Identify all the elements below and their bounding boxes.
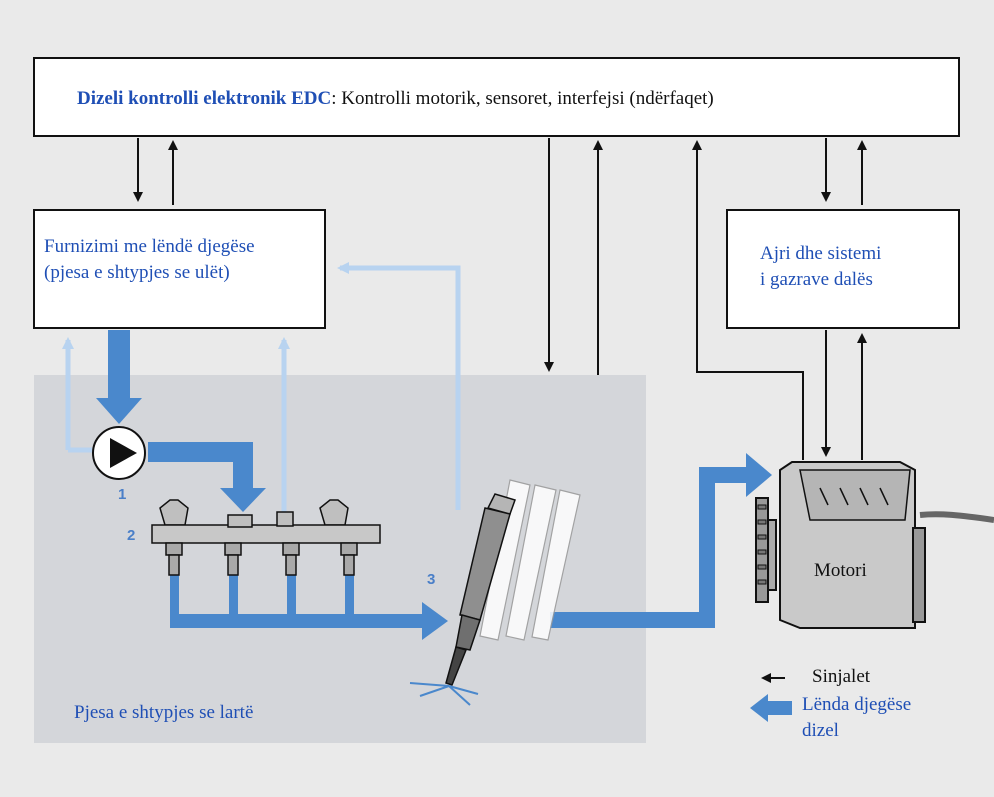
pump: [92, 426, 146, 480]
return-lines: [62, 262, 461, 515]
fuel-flow: [96, 330, 792, 722]
legend-fuel-line1: Lënda djegëse: [802, 694, 912, 715]
common-rail: [151, 499, 381, 576]
engine-label: Motori: [814, 560, 867, 581]
fuel-supply-label: Furnizimi me lëndë djegëse (pjesa e shty…: [44, 234, 255, 285]
air-system-label: Ajri dhe sistemi i gazrave dalës: [760, 241, 881, 292]
edc-box: [33, 57, 960, 137]
rail-number: 2: [127, 527, 136, 544]
pump-number: 1: [118, 486, 127, 503]
legend-signals-label: Sinjalet: [812, 666, 871, 687]
engine: [755, 461, 994, 629]
edc-title: Dizeli kontrolli elektronik EDC: Kontrol…: [77, 86, 714, 112]
legend-fuel-label: Lënda djegëse dizel: [802, 692, 911, 743]
signal-lines: [133, 138, 867, 683]
edc-title-bold: Dizeli kontrolli elektronik EDC: [77, 88, 332, 109]
edc-title-rest: : Kontrolli motorik, sensoret, interfejs…: [331, 88, 714, 109]
injector-number: 3: [427, 571, 436, 588]
fuel-supply-line2: (pjesa e shtypjes se ulët): [44, 261, 230, 283]
fuel-supply-box: [33, 209, 326, 329]
high-pressure-label: Pjesa e shtypjes se lartë: [74, 702, 254, 723]
air-system-line1: Ajri dhe sistemi: [760, 243, 882, 264]
fuel-supply-line1: Furnizimi me lëndë djegëse: [44, 236, 255, 257]
injector-group: [409, 479, 581, 706]
legend-fuel-line2: dizel: [802, 719, 839, 741]
air-system-box: [726, 209, 960, 329]
air-system-line2: i gazrave dalës: [760, 268, 873, 290]
